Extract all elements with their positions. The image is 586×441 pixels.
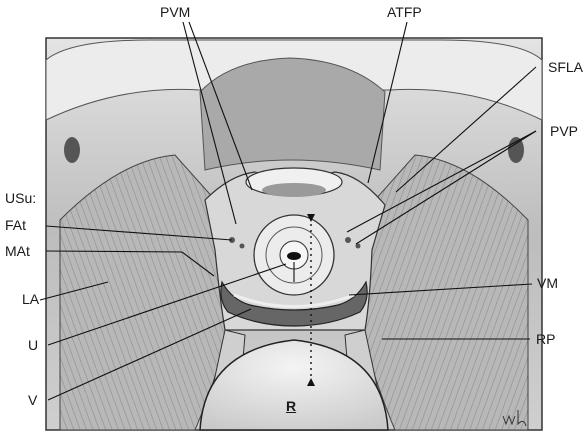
label-v: V [28,392,37,408]
levator-ani-left [60,155,230,430]
obturator-foramen-right [508,137,524,163]
label-usu: USu: [5,190,36,206]
label-rectum: R [286,398,296,414]
label-u: U [28,337,38,353]
label-atfp: ATFP [387,4,422,20]
pelvic-inlet-shadow [200,58,385,170]
bladder-neck [262,183,326,197]
periurethral-vessel-r1 [345,237,351,243]
label-pvm: PVM [160,4,190,20]
label-mat: MAt [5,243,30,259]
urethral-lumen [287,252,301,260]
obturator-foramen-left [64,137,80,163]
label-sfla: SFLA [548,59,583,75]
periurethral-vessel-l2 [240,244,245,249]
label-fat: FAt [5,217,26,233]
label-pvp: PVP [550,123,578,139]
label-vm: VM [537,275,558,291]
label-la: LA [22,291,39,307]
label-rp: RP [536,331,555,347]
